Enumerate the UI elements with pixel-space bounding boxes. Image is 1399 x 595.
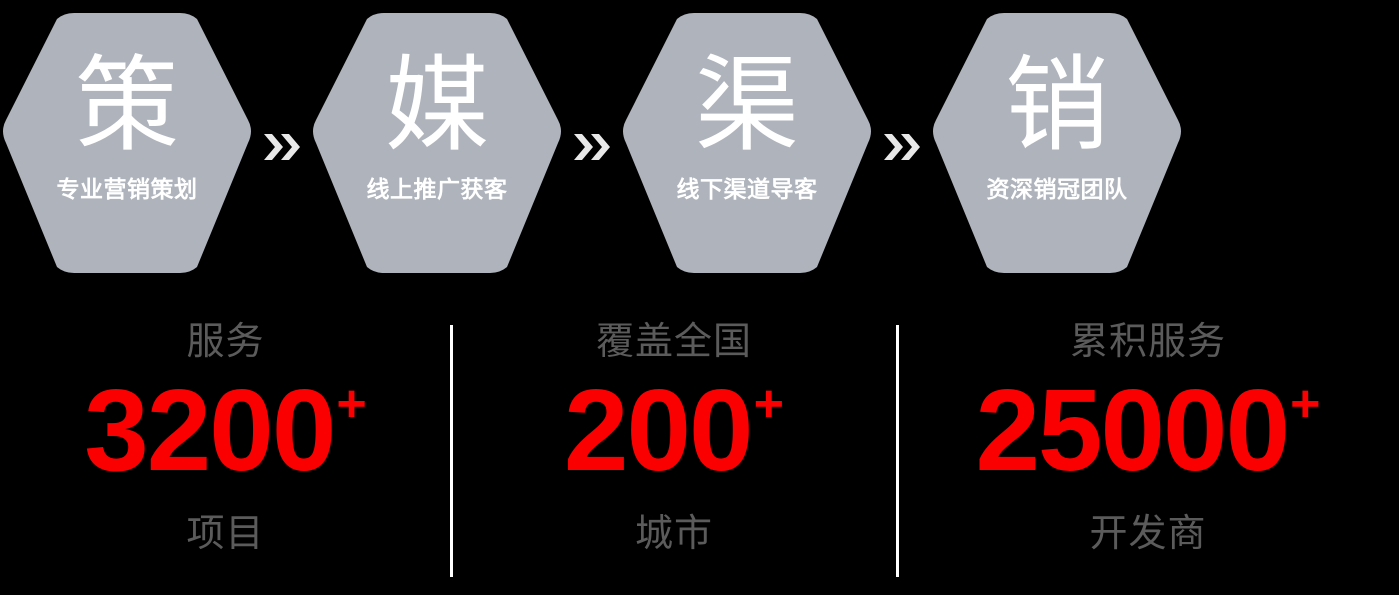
stat-value-group: 25000 + xyxy=(976,372,1321,488)
process-step-label: 线上推广获客 xyxy=(366,176,508,202)
double-chevron-right-icon xyxy=(884,134,920,160)
process-step-1[interactable]: 策 专业营销策划 xyxy=(0,12,254,274)
process-step-character: 媒 xyxy=(384,48,489,164)
hexagon-shape-icon xyxy=(623,13,871,273)
process-step-4[interactable]: 销 资深销冠团队 xyxy=(930,12,1184,274)
stat-value-suffix: + xyxy=(753,375,784,433)
hexagon-shape-icon xyxy=(3,13,251,273)
double-chevron-right-icon xyxy=(264,134,300,160)
process-step-label: 专业营销策划 xyxy=(56,176,198,202)
stat-top-label: 覆盖全国 xyxy=(595,321,752,363)
stat-value-suffix: + xyxy=(1290,375,1321,433)
stat-value-suffix: + xyxy=(336,375,367,433)
stat-bottom-label: 项目 xyxy=(186,513,265,555)
process-separator-1 xyxy=(254,16,310,278)
stat-value: 3200 xyxy=(84,365,336,495)
stat-item-projects: 服务 3200 + 项目 xyxy=(0,318,451,588)
stat-value: 25000 xyxy=(975,365,1291,495)
stat-divider-2 xyxy=(896,325,899,577)
stat-value: 200 xyxy=(564,365,754,495)
stat-bottom-label: 开发商 xyxy=(1089,513,1207,555)
hexagon-shape-icon xyxy=(313,13,561,273)
process-step-label: 线下渠道导客 xyxy=(676,176,818,202)
hexagon-shape-icon xyxy=(933,13,1181,273)
process-step-character: 渠 xyxy=(694,48,799,164)
process-separator-2 xyxy=(564,16,620,278)
process-steps-row: 策 专业营销策划 媒 线上推广获客 渠 线下渠道导客 xyxy=(0,12,1399,274)
process-step-character: 销 xyxy=(1004,48,1109,164)
stat-bottom-label: 城市 xyxy=(634,513,713,555)
stat-divider-1 xyxy=(450,325,453,577)
process-step-label: 资深销冠团队 xyxy=(986,176,1128,202)
stat-top-label: 累积服务 xyxy=(1069,321,1226,363)
stat-top-label: 服务 xyxy=(186,321,265,363)
stat-value-group: 200 + xyxy=(564,372,784,488)
stat-item-cities: 覆盖全国 200 + 城市 xyxy=(451,318,897,588)
stat-item-developers: 累积服务 25000 + 开发商 xyxy=(897,318,1399,588)
statistics-row: 服务 3200 + 项目 覆盖全国 200 + 城市 累积服务 25000 + … xyxy=(0,318,1399,588)
double-chevron-right-icon xyxy=(574,134,610,160)
process-step-character: 策 xyxy=(74,48,179,164)
process-step-3[interactable]: 渠 线下渠道导客 xyxy=(620,12,874,274)
stat-value-group: 3200 + xyxy=(84,372,367,488)
process-separator-3 xyxy=(874,16,930,278)
process-step-2[interactable]: 媒 线上推广获客 xyxy=(310,12,564,274)
